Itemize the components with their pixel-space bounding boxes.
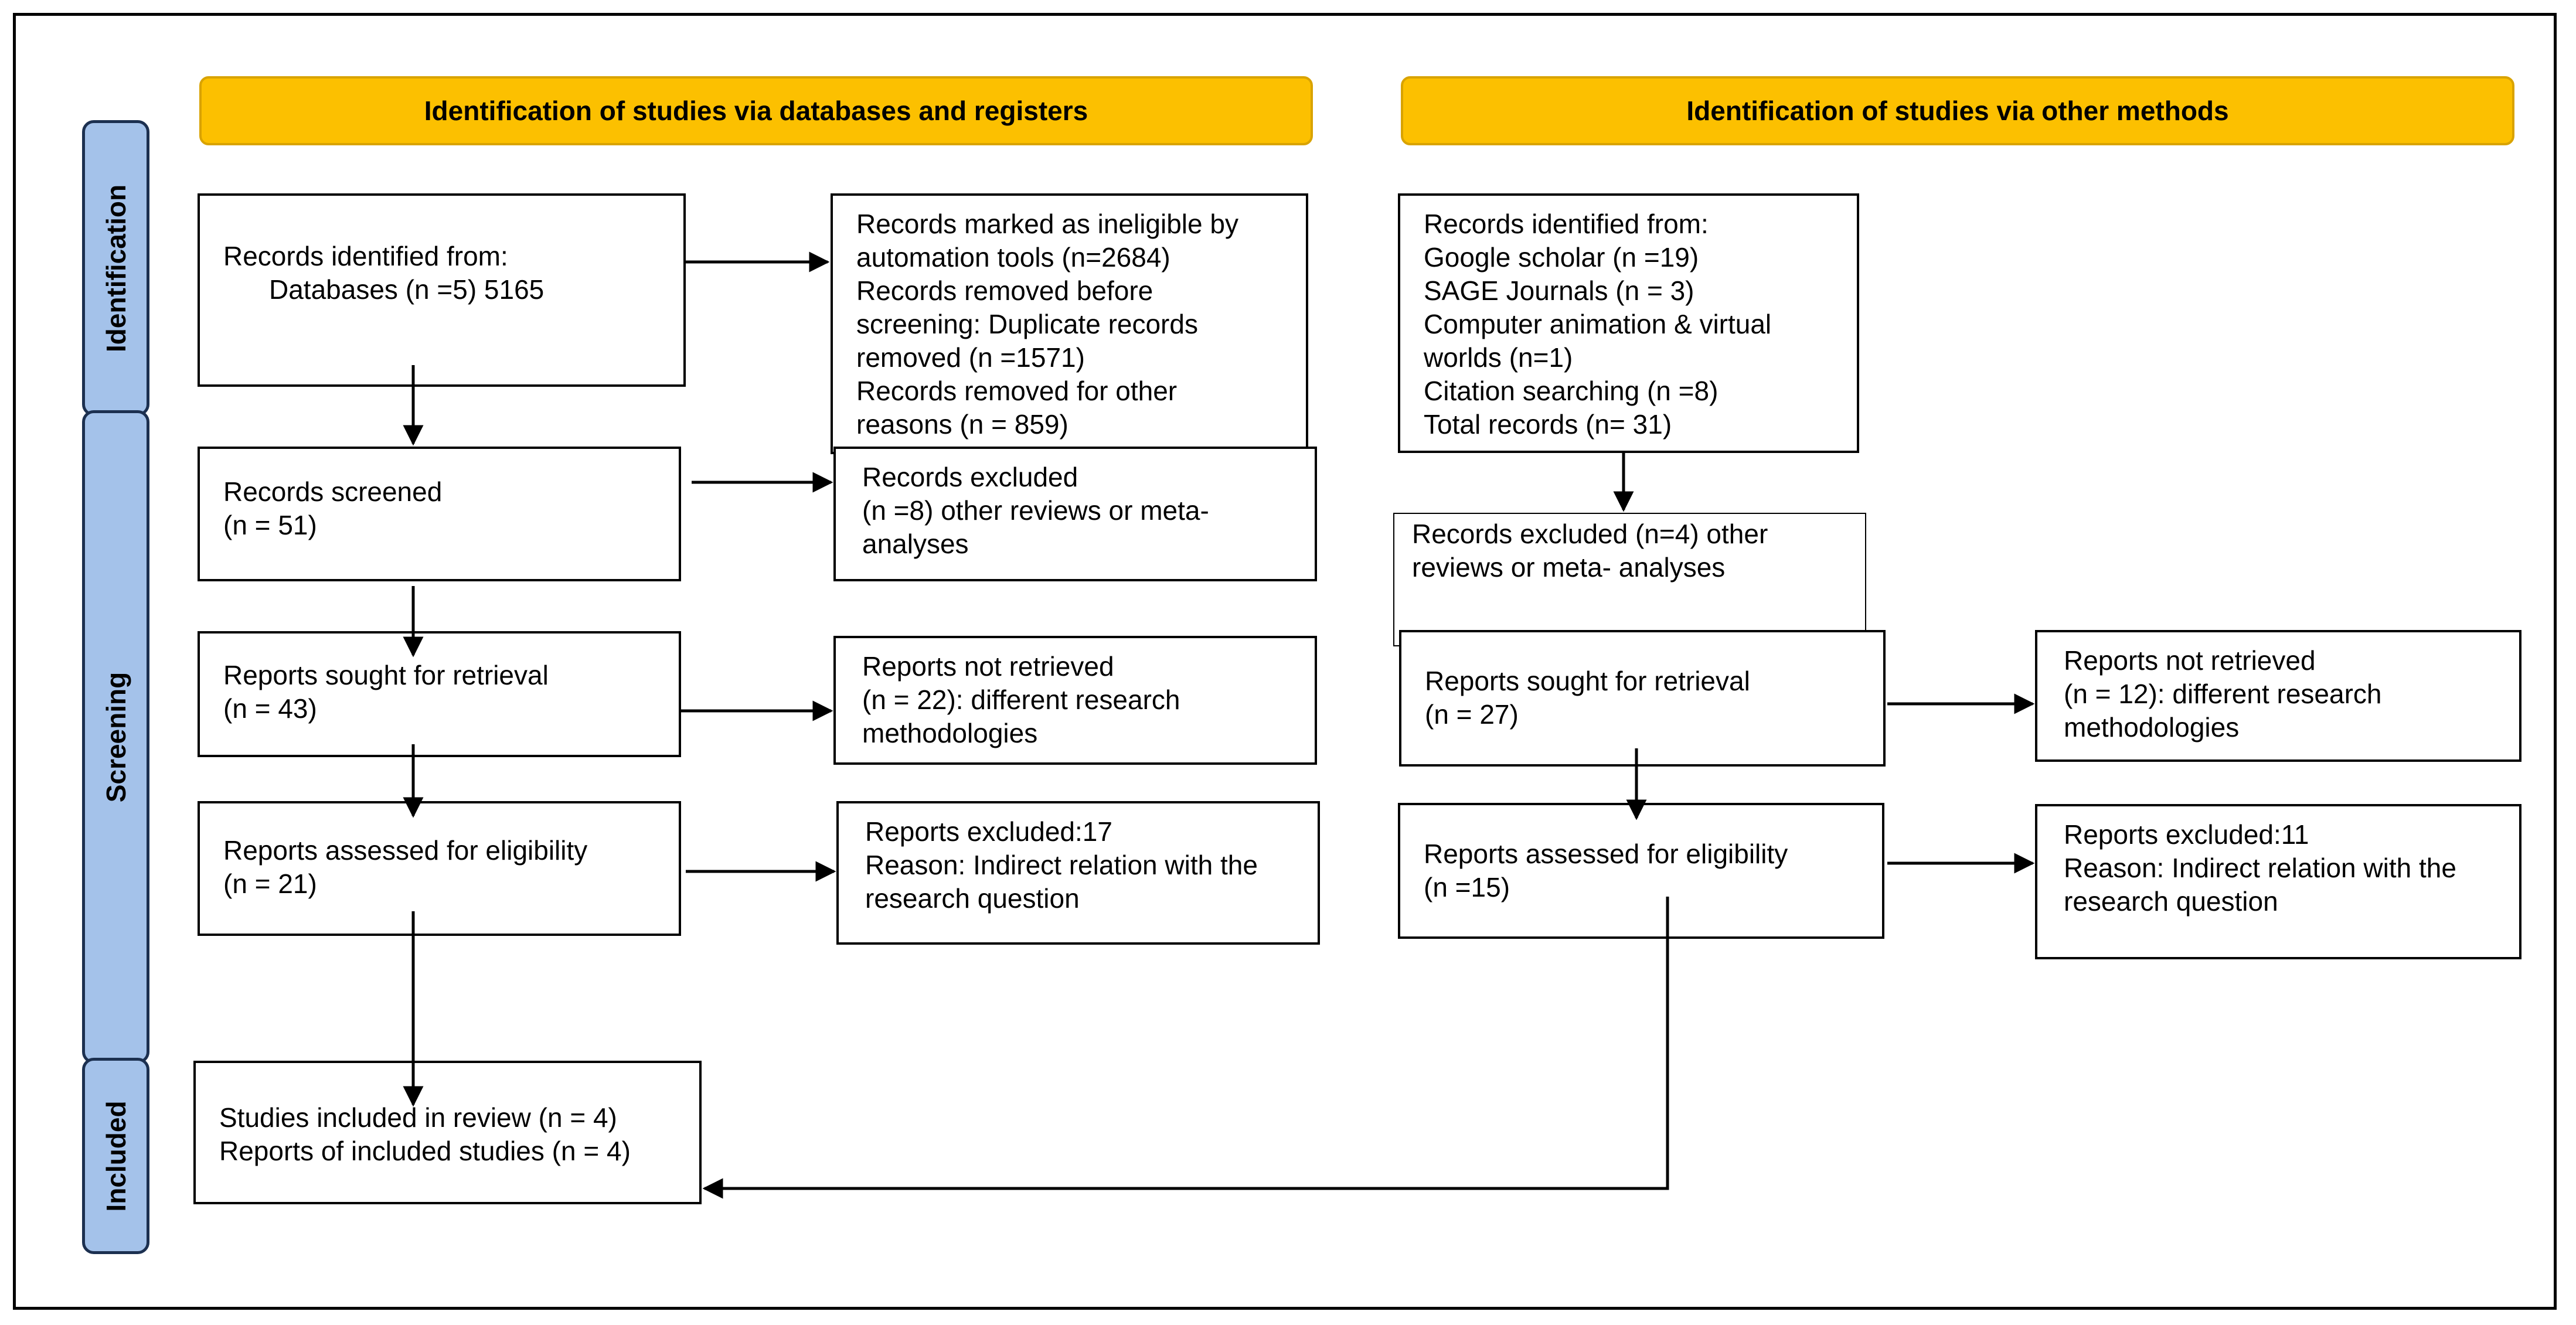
left-records-identified-box: Records identified from: Databases (n =5… — [198, 193, 686, 387]
left-excluded-line: Records excluded — [862, 462, 1078, 492]
left-removed-line: Records removed for other — [856, 376, 1178, 406]
right-reports-excluded-line: Reports excluded:11 — [2064, 819, 2309, 850]
right-assessed-line: Reports assessed for eligibility — [1424, 839, 1788, 869]
arrow-right-assessed-to-included — [702, 897, 1669, 1199]
left-records-excluded-box: Records excluded (n =8) other reviews or… — [833, 447, 1317, 581]
left-screened-line: (n = 51) — [223, 510, 317, 540]
right-sought-line: (n = 27) — [1425, 699, 1519, 730]
right-excluded-line: reviews or meta- analyses — [1412, 552, 1726, 583]
right-not-retrieved-line: (n = 12): different research — [2064, 679, 2382, 709]
left-records-screened-box: Records screened (n = 51) — [198, 447, 681, 581]
left-removed-line: automation tools (n=2684) — [856, 242, 1170, 273]
left-reports-excluded-line: research question — [865, 883, 1080, 914]
left-removed-line: Records removed before — [856, 275, 1153, 306]
included-studies-box: Studies included in review (n = 4) Repor… — [193, 1061, 702, 1204]
right-identified-line: Total records (n= 31) — [1424, 409, 1672, 440]
right-not-retrieved-line: Reports not retrieved — [2064, 645, 2316, 676]
right-records-identified-box: Records identified from: Google scholar … — [1398, 193, 1859, 453]
right-identified-line: Citation searching (n =8) — [1424, 376, 1719, 406]
left-removed-line: reasons (n = 859) — [856, 409, 1068, 440]
left-not-retrieved-line: methodologies — [862, 718, 1038, 748]
right-reports-assessed-box: Reports assessed for eligibility (n =15) — [1398, 803, 1884, 939]
right-reports-excluded-line: Reason: Indirect relation with the — [2064, 853, 2456, 883]
left-identified-line: Records identified from: — [223, 241, 508, 271]
left-not-retrieved-line: (n = 22): different research — [862, 684, 1180, 715]
right-records-excluded-box: Records excluded (n=4) other reviews or … — [1393, 513, 1866, 646]
left-excluded-line: analyses — [862, 529, 969, 559]
header-other-methods: Identification of studies via other meth… — [1401, 76, 2514, 145]
right-sought-line: Reports sought for retrieval — [1425, 666, 1750, 696]
phase-identification: Identification — [82, 120, 149, 416]
right-not-retrieved-line: methodologies — [2064, 712, 2240, 742]
header-databases: Identification of studies via databases … — [199, 76, 1313, 145]
phase-screening: Screening — [82, 410, 149, 1064]
left-removed-line: Records marked as ineligible by — [856, 209, 1238, 239]
diagram-frame — [13, 13, 2557, 1310]
left-reports-excluded-box: Reports excluded:17 Reason: Indirect rel… — [836, 801, 1320, 945]
right-reports-excluded-line: research question — [2064, 886, 2278, 917]
left-reports-not-retrieved-box: Reports not retrieved (n = 22): differen… — [833, 636, 1317, 765]
right-identified-line: worlds (n=1) — [1424, 342, 1573, 373]
left-not-retrieved-line: Reports not retrieved — [862, 651, 1114, 682]
left-reports-excluded-line: Reason: Indirect relation with the — [865, 850, 1258, 880]
left-records-removed-box: Records marked as ineligible by automati… — [831, 193, 1308, 454]
left-assessed-line: (n = 21) — [223, 868, 317, 899]
left-removed-line: screening: Duplicate records — [856, 309, 1198, 339]
left-reports-excluded-line: Reports excluded:17 — [865, 816, 1112, 847]
left-removed-line: removed (n =1571) — [856, 342, 1085, 373]
right-identified-line: Google scholar (n =19) — [1424, 242, 1699, 273]
left-sought-line: Reports sought for retrieval — [223, 660, 549, 690]
right-identified-line: Computer animation & virtual — [1424, 309, 1772, 339]
included-line: Reports of included studies (n = 4) — [219, 1136, 631, 1166]
left-identified-line: Databases (n =5) 5165 — [269, 274, 545, 305]
left-reports-assessed-box: Reports assessed for eligibility (n = 21… — [198, 801, 681, 936]
right-reports-excluded-box: Reports excluded:11 Reason: Indirect rel… — [2035, 804, 2521, 959]
right-identified-line: SAGE Journals (n = 3) — [1424, 275, 1694, 306]
right-reports-sought-box: Reports sought for retrieval (n = 27) — [1399, 630, 1886, 767]
phase-included: Included — [82, 1058, 149, 1254]
right-identified-line: Records identified from: — [1424, 209, 1709, 239]
left-screened-line: Records screened — [223, 476, 443, 507]
included-line: Studies included in review (n = 4) — [219, 1102, 617, 1133]
right-assessed-line: (n =15) — [1424, 872, 1510, 902]
left-assessed-line: Reports assessed for eligibility — [223, 835, 588, 866]
right-reports-not-retrieved-box: Reports not retrieved (n = 12): differen… — [2035, 630, 2521, 762]
left-reports-sought-box: Reports sought for retrieval (n = 43) — [198, 631, 681, 757]
left-sought-line: (n = 43) — [223, 693, 317, 724]
left-excluded-line: (n =8) other reviews or meta- — [862, 495, 1209, 526]
right-excluded-line: Records excluded (n=4) other — [1412, 519, 1768, 549]
